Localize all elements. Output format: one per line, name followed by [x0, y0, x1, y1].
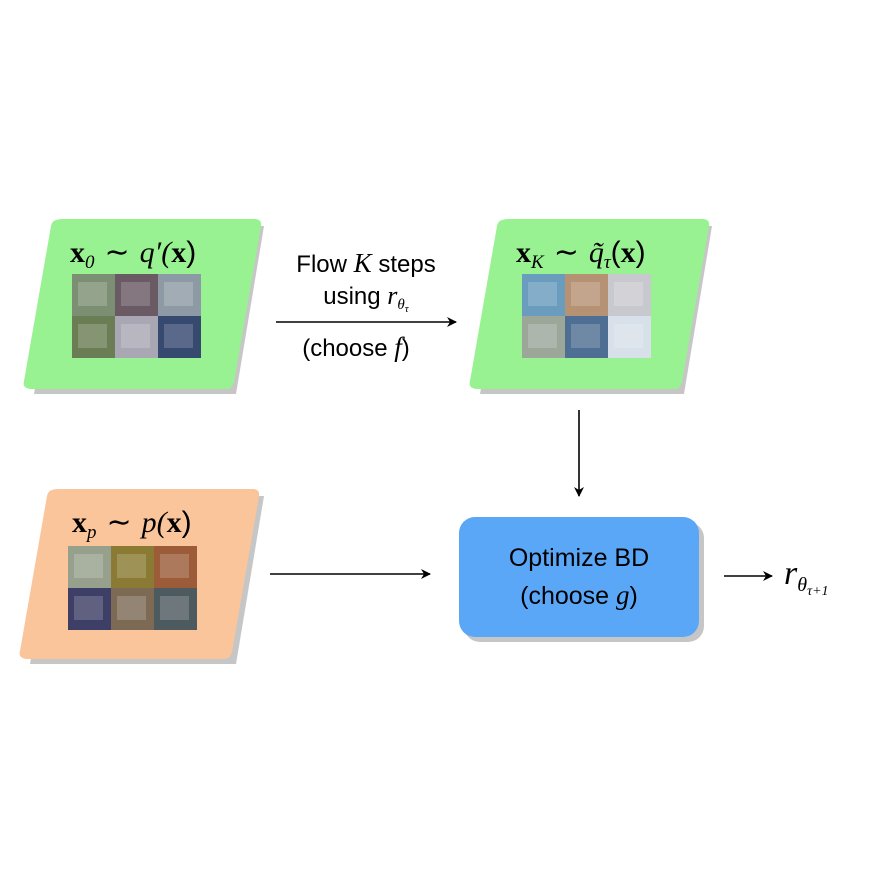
thumbnail-texture [74, 596, 103, 620]
thumbnail-image [68, 546, 111, 588]
thumbnail-image [565, 274, 608, 316]
node-x0-label: x0∼q′(x) [70, 236, 196, 273]
node-xK-label: xK∼q̃τ(x) [516, 236, 646, 273]
thumbnail-image [72, 274, 115, 316]
thumbnail-image [72, 316, 115, 358]
thumbnail-image [565, 316, 608, 358]
node-xp-image-grid [68, 546, 197, 630]
thumbnail-image [608, 316, 651, 358]
node-xp: xp∼p(x) [19, 489, 264, 664]
thumbnail-texture [528, 324, 557, 348]
thumbnail-texture [571, 282, 600, 306]
thumbnail-image [111, 588, 154, 630]
node-optimize-line2: (choose g) [520, 580, 638, 610]
node-x0-image-grid [72, 274, 201, 358]
thumbnail-image [115, 316, 158, 358]
thumbnail-texture [160, 596, 189, 620]
node-xp-label: xp∼p(x) [72, 506, 192, 543]
edge-flow-label-line1: Flow K steps [296, 248, 435, 278]
thumbnail-texture [117, 554, 146, 578]
thumbnail-image [522, 274, 565, 316]
thumbnail-image [154, 546, 197, 588]
thumbnail-image [158, 316, 201, 358]
thumbnail-image [154, 588, 197, 630]
edge-flow-label-line3: (choose f) [302, 332, 410, 362]
thumbnail-texture [78, 282, 107, 306]
node-xK: xK∼q̃τ(x) [469, 219, 712, 394]
thumbnail-image [608, 274, 651, 316]
thumbnail-texture [74, 554, 103, 578]
thumbnail-image [158, 274, 201, 316]
thumbnail-texture [121, 282, 150, 306]
node-optimize-bd: Optimize BD (choose g) [459, 517, 704, 642]
node-xK-image-grid [522, 274, 651, 358]
node-optimize-line1: Optimize BD [509, 544, 649, 572]
edge-flow: Flow K steps using rθτ (choose f) [276, 248, 457, 362]
node-x0: x0∼q′(x) [23, 219, 264, 394]
thumbnail-texture [117, 596, 146, 620]
thumbnail-image [111, 546, 154, 588]
thumbnail-image [115, 274, 158, 316]
thumbnail-texture [614, 324, 643, 348]
thumbnail-texture [571, 324, 600, 348]
thumbnail-image [68, 588, 111, 630]
thumbnail-texture [528, 282, 557, 306]
thumbnail-texture [121, 324, 150, 348]
output-label: rθτ+1 [784, 555, 829, 599]
thumbnail-texture [160, 554, 189, 578]
thumbnail-texture [614, 282, 643, 306]
thumbnail-texture [78, 324, 107, 348]
edge-flow-label-line2: using rθτ [323, 281, 410, 315]
node-optimize-shape [459, 517, 699, 637]
thumbnail-texture [164, 282, 193, 306]
thumbnail-texture [164, 324, 193, 348]
thumbnail-image [522, 316, 565, 358]
edge-output: rθτ+1 [724, 555, 829, 599]
